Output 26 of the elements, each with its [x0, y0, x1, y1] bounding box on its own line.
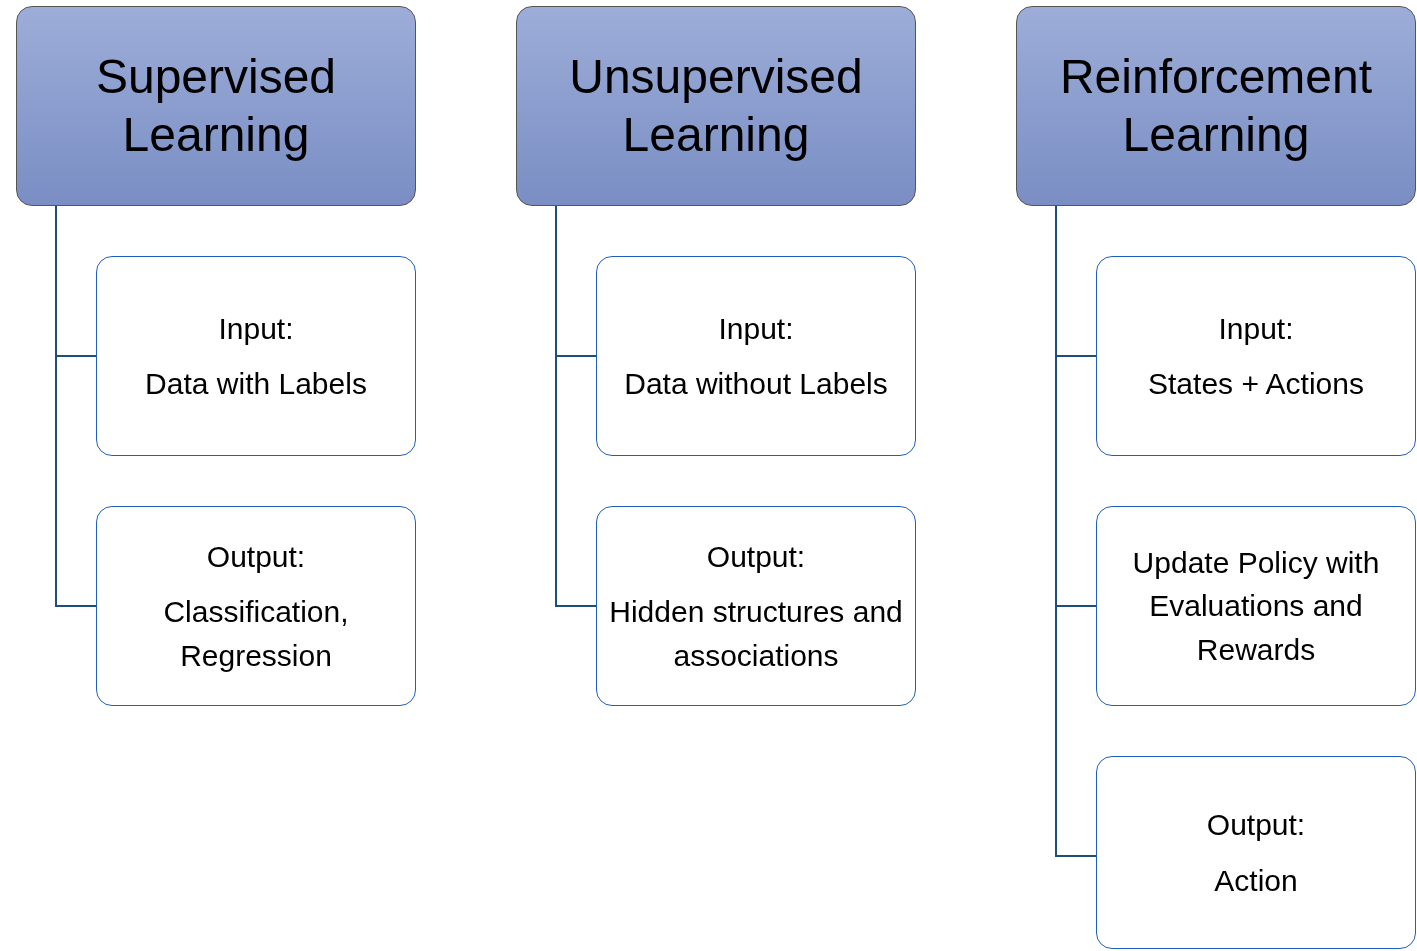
category-header-box: [516, 6, 916, 206]
header-text: Reinforcement Learning: [1058, 49, 1374, 163]
detail-text: States + Actions: [1147, 366, 1365, 402]
detail-text: Output:: [205, 538, 307, 575]
header-text: Unsupervised Learning: [568, 49, 864, 163]
detail-box: [1096, 756, 1416, 949]
detail-text: Output:: [1205, 807, 1307, 843]
detail-box: [596, 506, 916, 706]
detail-text: Action: [1213, 862, 1299, 899]
category-header-box: [16, 6, 416, 206]
detail-text: Input:: [717, 310, 795, 347]
detail-box: [96, 256, 416, 456]
detail-box: [596, 256, 916, 456]
detail-text: Data without Labels: [623, 366, 889, 402]
category-header-box: [1016, 6, 1416, 206]
detail-text: Data with Labels: [144, 366, 368, 402]
detail-box: [96, 506, 416, 706]
detail-box: [1096, 256, 1416, 456]
detail-text: Classification, Regression: [162, 594, 350, 674]
detail-text: Output:: [705, 538, 807, 575]
detail-box: [1096, 506, 1416, 706]
detail-text: Hidden structures and associations: [608, 594, 904, 674]
header-text: Supervised Learning: [94, 49, 338, 163]
detail-text: Input:: [217, 310, 295, 347]
detail-text: Input:: [1217, 310, 1295, 347]
detail-text: Update Policy with Evaluations and Rewards: [1131, 544, 1381, 668]
